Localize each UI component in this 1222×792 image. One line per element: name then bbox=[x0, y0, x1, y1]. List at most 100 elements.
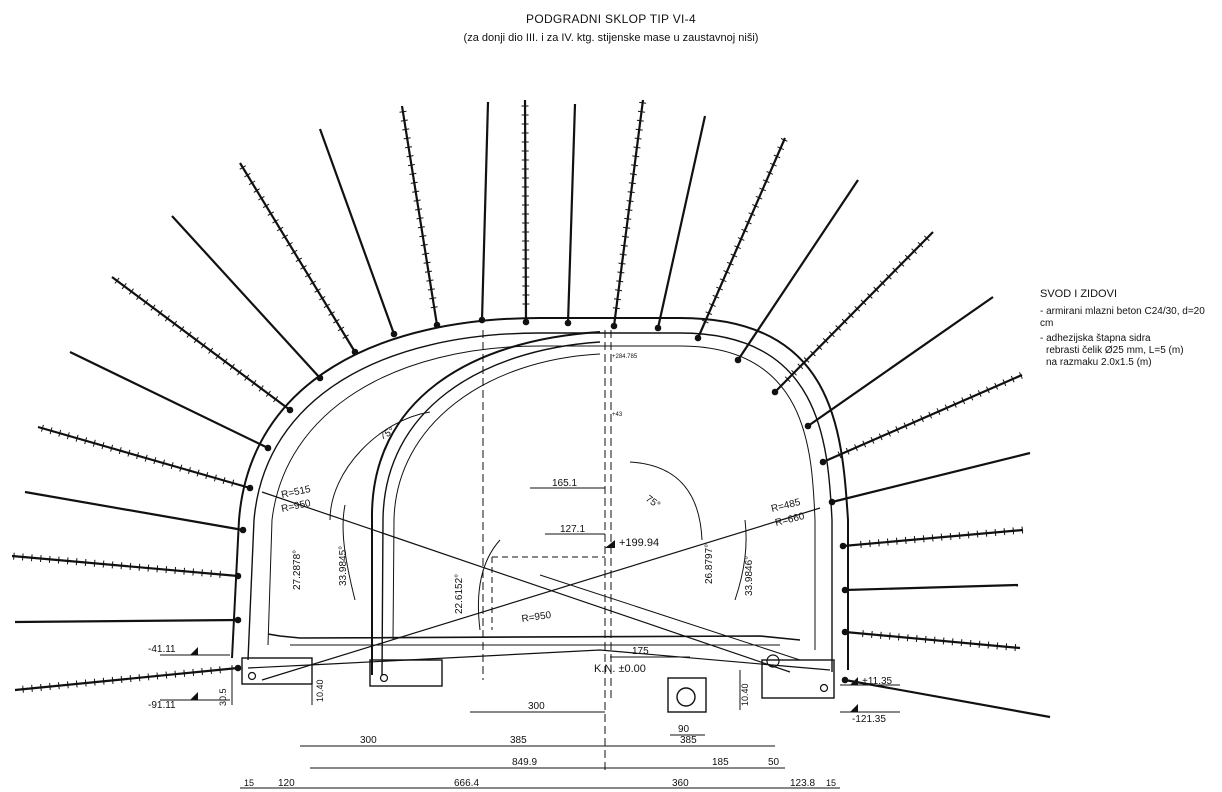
anchor-rib bbox=[931, 534, 934, 542]
anchor-head bbox=[246, 484, 254, 492]
anchor-rib bbox=[400, 119, 408, 122]
anchor-rib bbox=[205, 472, 209, 480]
anchor-rib bbox=[628, 182, 636, 185]
rock-anchor bbox=[24, 490, 244, 532]
level-plus-284-785: +284.785 bbox=[612, 354, 638, 360]
outer-lining-arch bbox=[231, 317, 849, 670]
dim-123-8: 123.8 bbox=[790, 778, 815, 789]
anchor-rib bbox=[201, 569, 203, 577]
anchor-rib bbox=[896, 537, 898, 545]
anchor-rib bbox=[920, 415, 924, 423]
anchor-rib bbox=[210, 667, 212, 675]
anchor-rib bbox=[841, 318, 848, 325]
anchor-rib bbox=[120, 675, 123, 684]
anchor-rib bbox=[773, 154, 781, 159]
anchor-rib bbox=[1021, 526, 1024, 534]
side-drain bbox=[766, 654, 780, 668]
anchor-rib bbox=[67, 681, 69, 689]
anchor-rib bbox=[940, 533, 943, 541]
level-minus-91-11: -91.11 bbox=[148, 700, 176, 711]
dim-15-a: 15 bbox=[244, 778, 254, 788]
anchor-rib bbox=[40, 555, 42, 563]
level-minus-121-35: -121.35 bbox=[852, 714, 886, 725]
anchor-rib bbox=[248, 180, 256, 186]
anchor-rib bbox=[862, 440, 867, 448]
anchor-rib bbox=[701, 319, 709, 324]
drawing-title: PODGRADNI SKLOP TIP VI-4 bbox=[526, 12, 696, 26]
angle-label-75-left: 75° bbox=[378, 426, 397, 443]
anchor-rib bbox=[797, 363, 804, 370]
anchor-rib bbox=[157, 309, 163, 317]
angle-label-26-8797: 26.8797° bbox=[704, 544, 715, 584]
anchor-rib bbox=[716, 286, 723, 291]
anchor-rib bbox=[906, 634, 909, 642]
dim-300-mid: 300 bbox=[528, 701, 545, 712]
anchor-rib bbox=[193, 336, 199, 344]
anchor-rib bbox=[816, 344, 823, 350]
angle-arc-left bbox=[329, 411, 431, 521]
anchor-rib bbox=[300, 265, 307, 270]
anchor-rib bbox=[620, 244, 628, 247]
angle-label-33-9846: 33.9846° bbox=[744, 556, 755, 596]
anchor-rib bbox=[613, 298, 621, 301]
rock-anchor bbox=[171, 215, 321, 379]
anchor-rib bbox=[752, 204, 759, 208]
anchor-rib bbox=[143, 299, 149, 306]
anchor-rib bbox=[13, 552, 15, 560]
anchor-rib bbox=[829, 331, 835, 338]
anchor-rib bbox=[904, 254, 911, 261]
anchor-rib bbox=[192, 668, 195, 676]
anchor-rib bbox=[405, 146, 413, 149]
anchor-rib bbox=[127, 449, 131, 457]
level-marker-91 bbox=[190, 692, 198, 700]
anchor-rib bbox=[295, 257, 303, 263]
anchor-rib bbox=[93, 559, 96, 567]
anchor-rib bbox=[887, 538, 889, 546]
anchor-rib bbox=[616, 280, 624, 283]
dim-15-b: 15 bbox=[826, 778, 836, 788]
anchor-rib bbox=[84, 437, 88, 445]
angle-arc-right bbox=[629, 461, 703, 541]
anchor-rib bbox=[219, 570, 221, 578]
anchor-rib bbox=[854, 305, 861, 312]
anchor-rib bbox=[942, 637, 945, 645]
legend: SVOD I ZIDOVI - armirani mlazni beton C2… bbox=[1040, 288, 1220, 369]
radius-line-r485 bbox=[261, 507, 821, 681]
anchor-rib bbox=[200, 342, 207, 349]
shifted-arch-3 bbox=[392, 353, 601, 641]
left-inner-footing bbox=[369, 659, 443, 687]
anchor-head bbox=[234, 664, 242, 672]
anchor-rib bbox=[102, 560, 105, 568]
rock-anchors bbox=[11, 99, 1051, 719]
anchor-rib bbox=[41, 424, 44, 432]
dim-10-40-a: 10.40 bbox=[315, 679, 325, 702]
dim-385-a: 385 bbox=[510, 735, 527, 746]
anchor-rib bbox=[22, 685, 24, 693]
anchor-rib bbox=[276, 226, 284, 232]
level-marker-121 bbox=[850, 704, 858, 712]
anchor-rib bbox=[631, 164, 639, 167]
anchor-head bbox=[264, 444, 272, 452]
anchor-rib bbox=[423, 261, 431, 264]
anchor-rib bbox=[222, 477, 226, 485]
anchor-rib bbox=[1003, 528, 1006, 536]
anchor-rib bbox=[419, 235, 427, 238]
dim-10-40-b: 10.40 bbox=[740, 683, 750, 706]
rock-anchor bbox=[14, 618, 239, 624]
anchor-rib bbox=[835, 325, 842, 331]
anchor-rib bbox=[885, 273, 892, 280]
anchor-rib bbox=[639, 101, 647, 104]
anchor-rib bbox=[923, 235, 930, 242]
angle-arc-right-lower bbox=[734, 519, 747, 601]
anchor-rib bbox=[880, 631, 882, 639]
anchor-rib bbox=[996, 642, 999, 650]
anchor-rib bbox=[784, 376, 791, 383]
legend-heading: SVOD I ZIDOVI bbox=[1040, 288, 1118, 300]
anchor-rib bbox=[822, 337, 829, 344]
rock-anchor bbox=[844, 678, 1051, 719]
shifted-arch-2 bbox=[381, 341, 601, 676]
anchor-rib bbox=[416, 217, 424, 220]
anchor-head bbox=[804, 422, 812, 430]
anchor-rib bbox=[162, 459, 165, 467]
